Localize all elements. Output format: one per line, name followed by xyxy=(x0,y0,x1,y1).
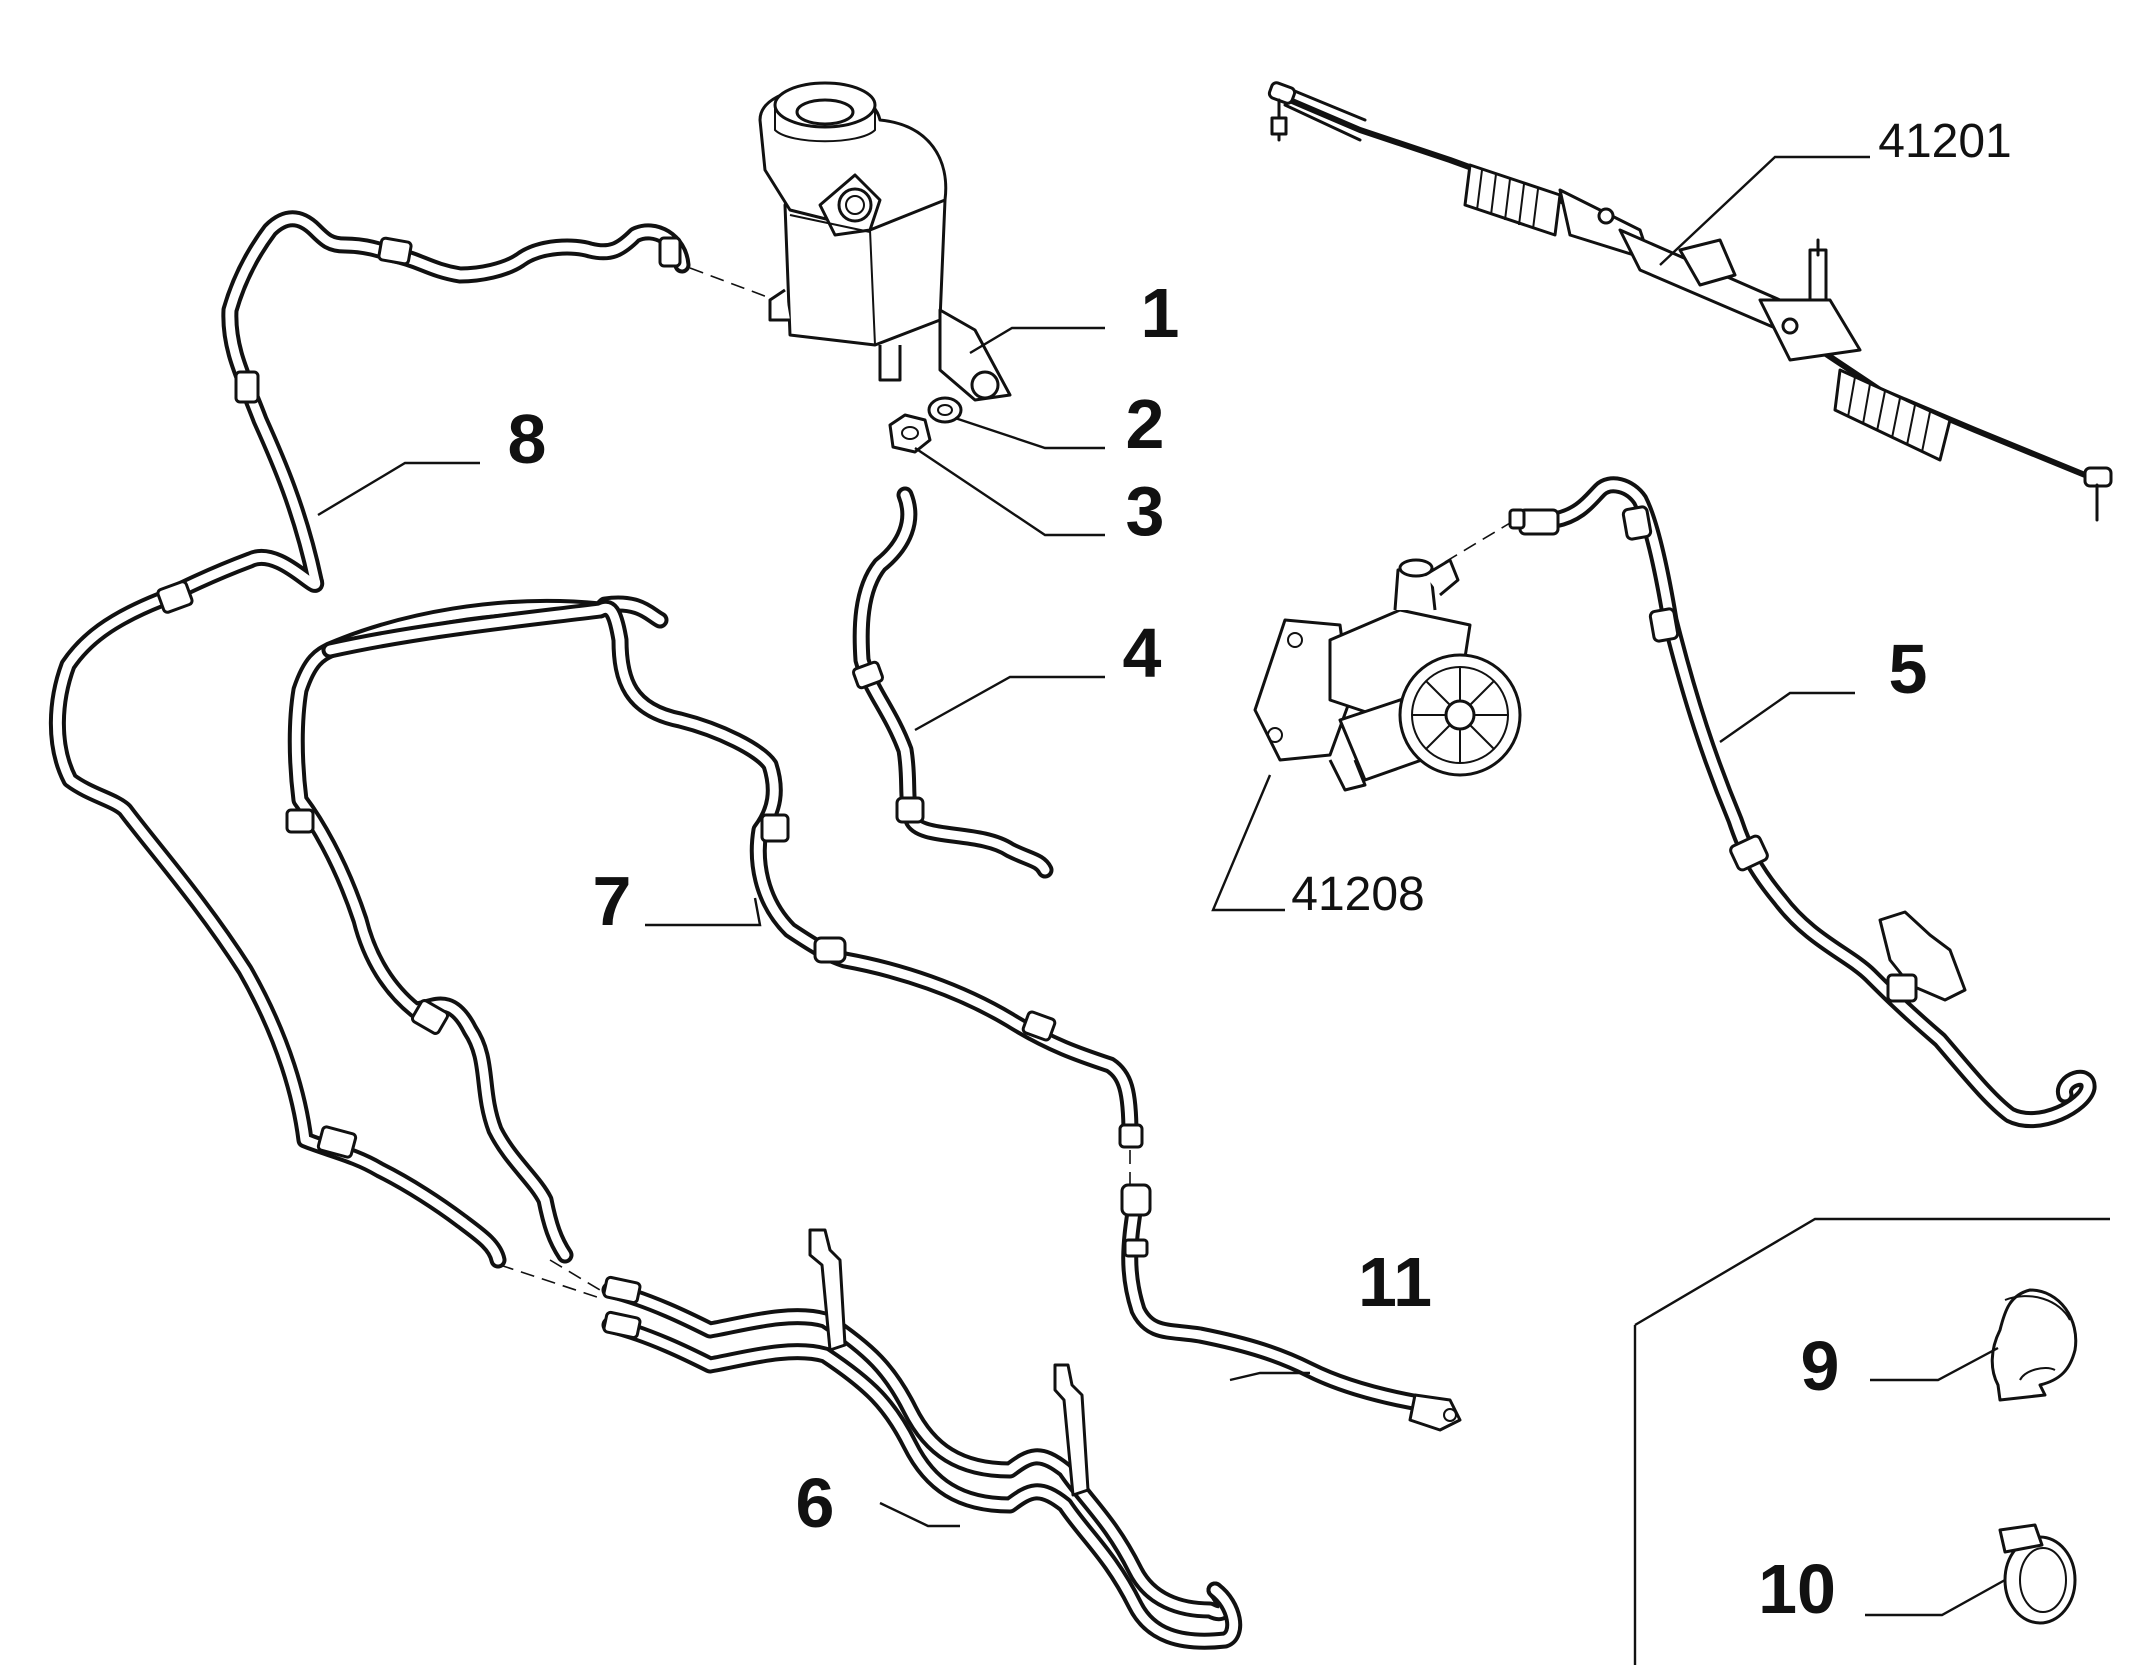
hose-5[interactable] xyxy=(1508,476,2097,1129)
rack-boot-right xyxy=(1833,368,1952,462)
power-steering-pump[interactable] xyxy=(1253,558,1522,792)
hose-7[interactable] xyxy=(285,595,1144,1264)
hose-clamp[interactable] xyxy=(1990,1288,2078,1402)
callout-11: 11 xyxy=(1358,1243,1432,1321)
steering-rack-assembly[interactable] xyxy=(1267,81,2113,522)
callout-7: 7 xyxy=(593,862,632,940)
callout-2: 2 xyxy=(1126,385,1165,463)
nut[interactable] xyxy=(888,413,932,454)
callout-3: 3 xyxy=(1126,472,1165,550)
callout-9: 9 xyxy=(1801,1327,1840,1405)
callout-10: 10 xyxy=(1758,1550,1836,1628)
callout-41201: 41201 xyxy=(1878,115,2011,168)
callout-1: 1 xyxy=(1141,274,1180,352)
hose-4[interactable] xyxy=(851,486,1054,879)
callout-6: 6 xyxy=(796,1464,835,1542)
callout-8: 8 xyxy=(508,400,547,478)
callout-4: 4 xyxy=(1123,614,1162,692)
washer[interactable] xyxy=(927,396,963,424)
callout-41208: 41208 xyxy=(1291,868,1424,921)
cooler-pipe-6[interactable] xyxy=(601,1228,1243,1650)
reservoir[interactable] xyxy=(758,81,1012,402)
rack-boot-left xyxy=(1463,163,1562,237)
hose-8[interactable] xyxy=(48,210,691,1269)
hose-11[interactable] xyxy=(1120,1183,1462,1432)
hose-clip[interactable] xyxy=(1998,1523,2077,1625)
callout-5: 5 xyxy=(1889,630,1928,708)
